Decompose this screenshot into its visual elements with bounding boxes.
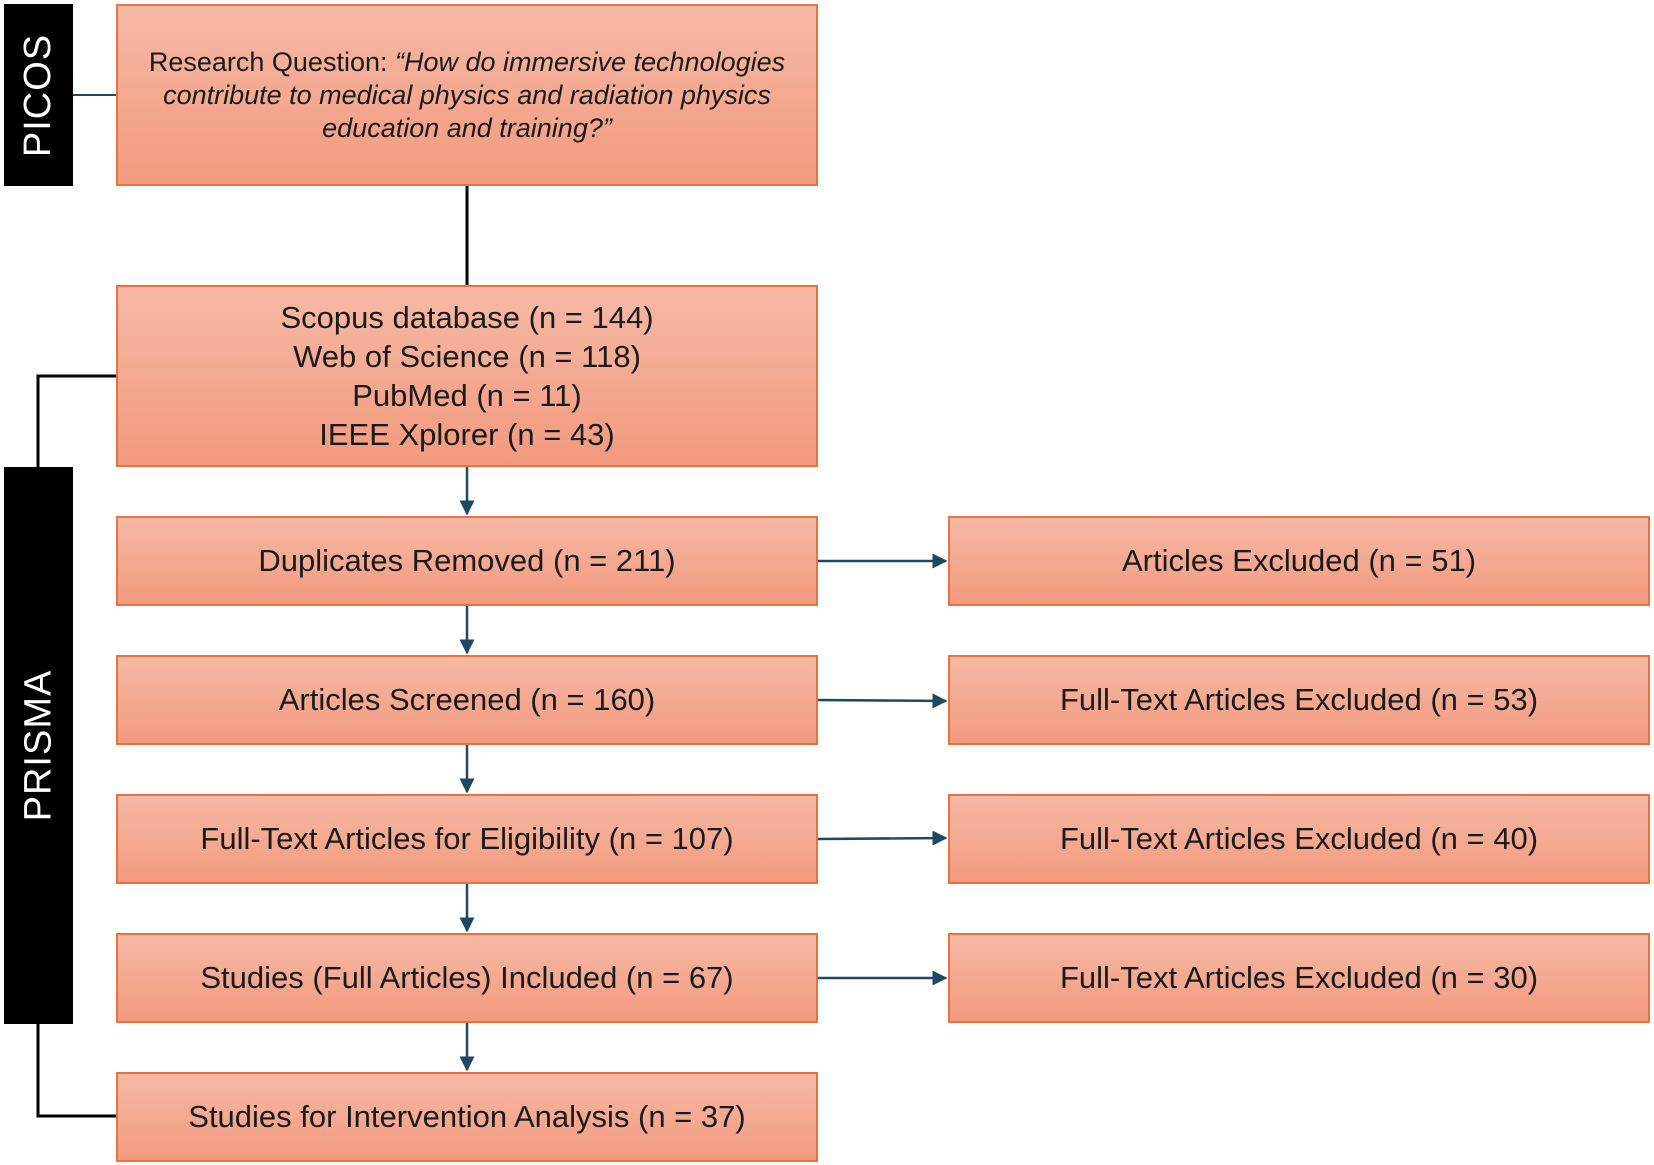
- prisma-bracket-bottom: [36, 1024, 116, 1118]
- exclusion-box-1: Articles Excluded (n = 51): [948, 516, 1650, 606]
- arrow-to-exclusion-3: [817, 830, 948, 846]
- step-duplicates-removed: Duplicates Removed (n = 211): [116, 516, 818, 606]
- database-entry-scopus: Scopus database (n = 144): [280, 300, 654, 335]
- prisma-label-text: PRISMA: [17, 669, 60, 822]
- database-entry-pubmed: PubMed (n = 11): [352, 378, 582, 413]
- exclusion-box-2: Full-Text Articles Excluded (n = 53): [948, 655, 1650, 745]
- exclusion-box-3: Full-Text Articles Excluded (n = 40): [948, 794, 1650, 884]
- research-question-box: Research Question: “How do immersive tec…: [116, 4, 818, 186]
- database-entry-ieee-xplorer: IEEE Xplorer (n = 43): [319, 417, 615, 452]
- prisma-label: PRISMA: [4, 467, 73, 1024]
- database-entry-web-of-science: Web of Science (n = 118): [293, 339, 641, 374]
- picos-label: PICOS: [4, 4, 73, 186]
- research-question-italic: “How do immersive technologies contribut…: [163, 46, 786, 143]
- exclusion-box-4: Full-Text Articles Excluded (n = 30): [948, 933, 1650, 1023]
- picos-label-text: PICOS: [17, 33, 59, 157]
- databases-box: Scopus database (n = 144) Web of Science…: [116, 285, 818, 467]
- research-question-text: Research Question: “How do immersive tec…: [134, 46, 800, 145]
- step-intervention-analysis: Studies for Intervention Analysis (n = 3…: [116, 1072, 818, 1162]
- step-full-text-eligibility: Full-Text Articles for Eligibility (n = …: [116, 794, 818, 884]
- step-studies-included: Studies (Full Articles) Included (n = 67…: [116, 933, 818, 1023]
- arrow-to-exclusion-2: [817, 693, 948, 709]
- research-question-prefix: Research Question:: [148, 46, 395, 77]
- step-articles-screened: Articles Screened (n = 160): [116, 655, 818, 745]
- prisma-bracket-top: [36, 374, 116, 468]
